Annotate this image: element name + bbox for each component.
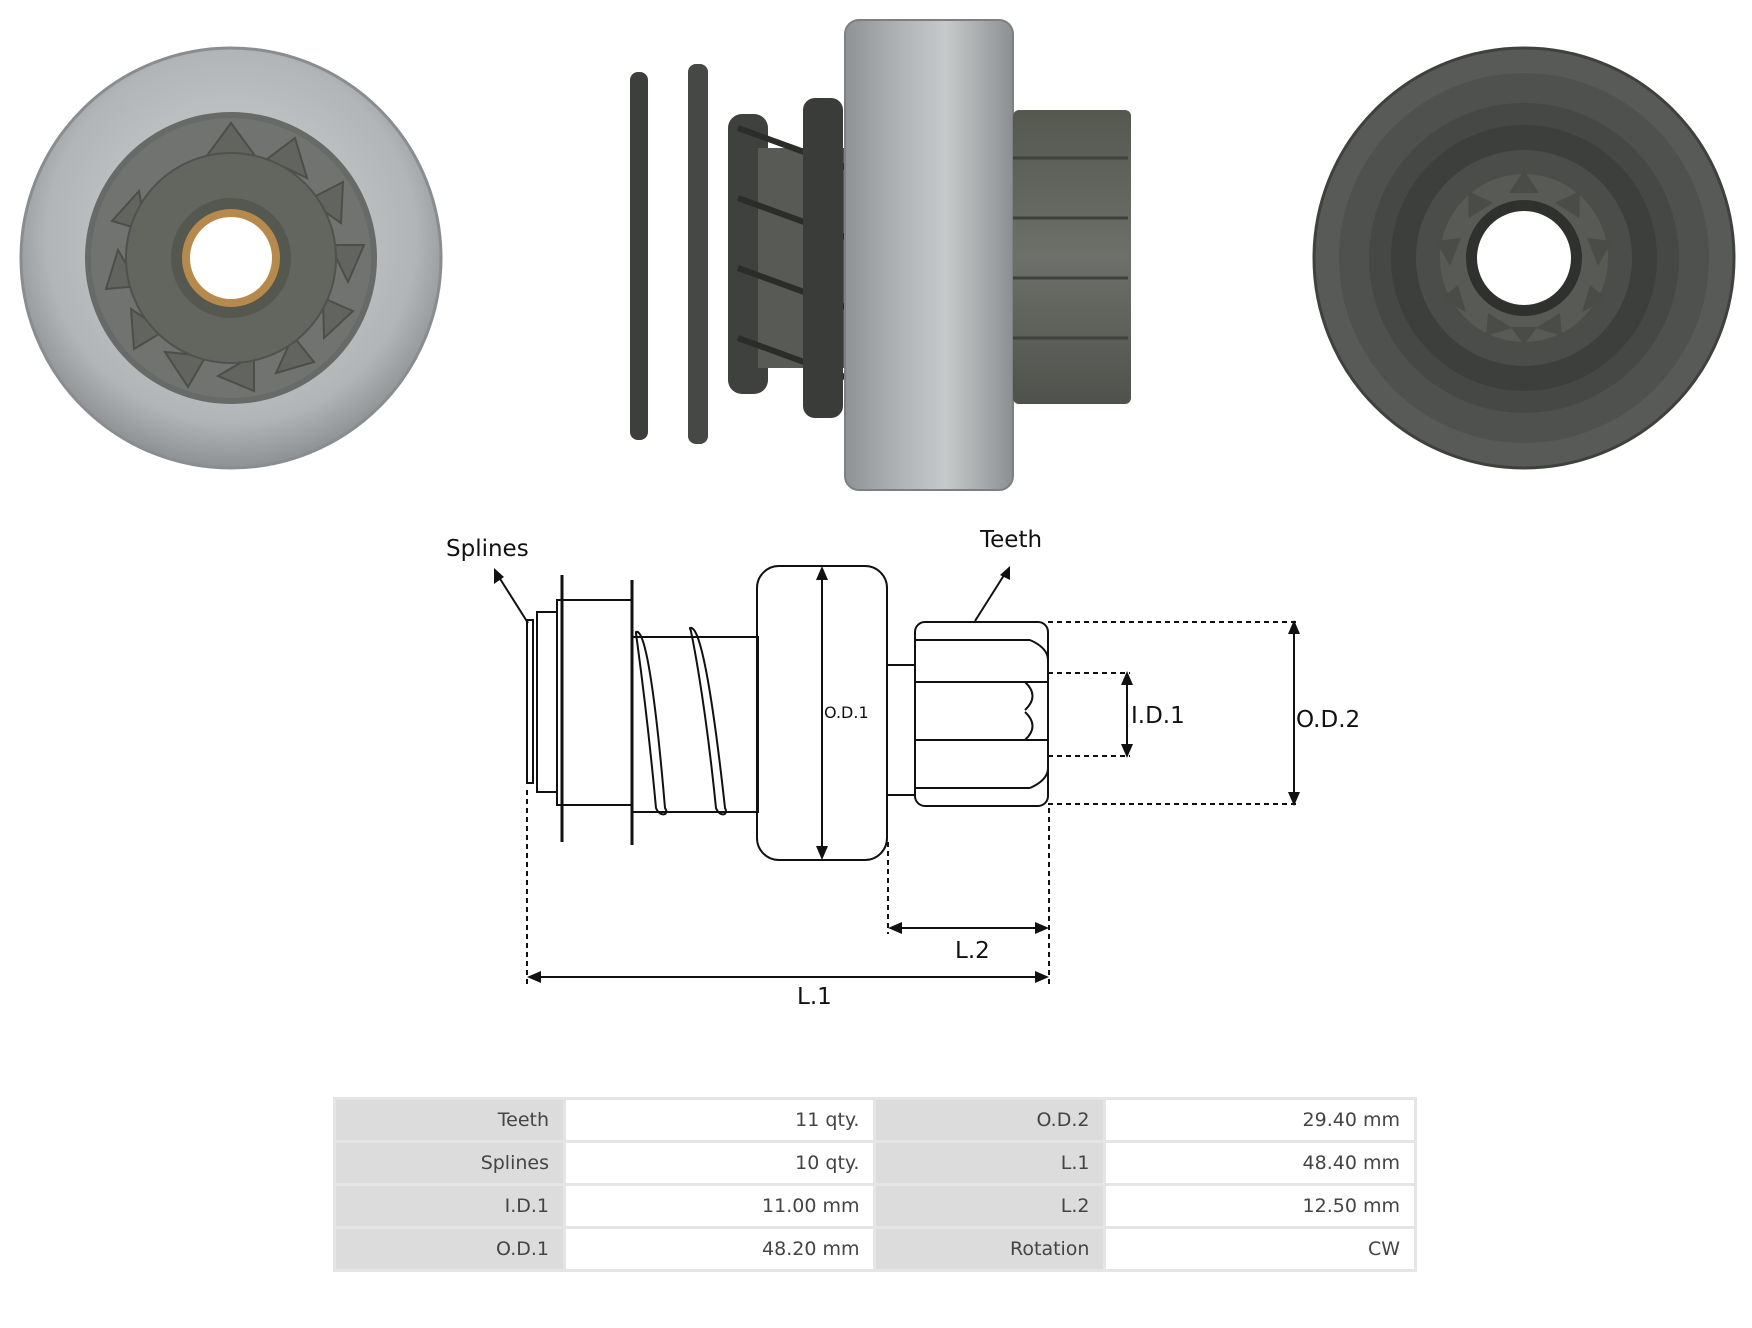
spec-value: 48.20 mm bbox=[566, 1229, 874, 1269]
spec-value: 12.50 mm bbox=[1106, 1186, 1414, 1226]
label-l2: L.2 bbox=[955, 938, 990, 964]
photo-drive-side-view bbox=[630, 19, 1131, 491]
spec-value: 48.40 mm bbox=[1106, 1143, 1414, 1183]
spec-label: Splines bbox=[336, 1143, 563, 1183]
spec-label: O.D.1 bbox=[336, 1229, 563, 1269]
spec-value: CW bbox=[1106, 1229, 1414, 1269]
spec-label: L.2 bbox=[876, 1186, 1104, 1226]
spec-value: 11 qty. bbox=[566, 1100, 874, 1140]
table-row: Splines 10 qty. L.1 48.40 mm bbox=[336, 1143, 1414, 1183]
table-row: O.D.1 48.20 mm Rotation CW bbox=[336, 1229, 1414, 1269]
label-od1: O.D.1 bbox=[824, 703, 869, 722]
spline-hub-outline bbox=[536, 611, 558, 793]
spline-ring-outline bbox=[526, 619, 534, 784]
label-l1: L.1 bbox=[797, 984, 832, 1010]
spec-value: 29.40 mm bbox=[1106, 1100, 1414, 1140]
label-id1: I.D.1 bbox=[1131, 703, 1185, 729]
table-row: Teeth 11 qty. O.D.2 29.40 mm bbox=[336, 1100, 1414, 1140]
splines-leader-line bbox=[496, 573, 529, 624]
spec-label: L.1 bbox=[876, 1143, 1104, 1183]
label-teeth: Teeth bbox=[980, 527, 1043, 553]
table-row: I.D.1 11.00 mm L.2 12.50 mm bbox=[336, 1186, 1414, 1226]
teeth-leader-line bbox=[974, 571, 1007, 622]
spec-label: Rotation bbox=[876, 1229, 1104, 1269]
label-od2: O.D.2 bbox=[1296, 707, 1361, 733]
spec-label: O.D.2 bbox=[876, 1100, 1104, 1140]
spec-value: 11.00 mm bbox=[566, 1186, 874, 1226]
specifications-table: Teeth 11 qty. O.D.2 29.40 mm Splines 10 … bbox=[333, 1097, 1417, 1272]
spec-label: I.D.1 bbox=[336, 1186, 563, 1226]
pinion-outline bbox=[914, 621, 1049, 807]
spec-label: Teeth bbox=[336, 1100, 563, 1140]
photo-pinion-front-view bbox=[19, 46, 443, 470]
photo-rear-view bbox=[1312, 46, 1736, 470]
spec-value: 10 qty. bbox=[566, 1143, 874, 1183]
label-splines: Splines bbox=[446, 536, 529, 562]
